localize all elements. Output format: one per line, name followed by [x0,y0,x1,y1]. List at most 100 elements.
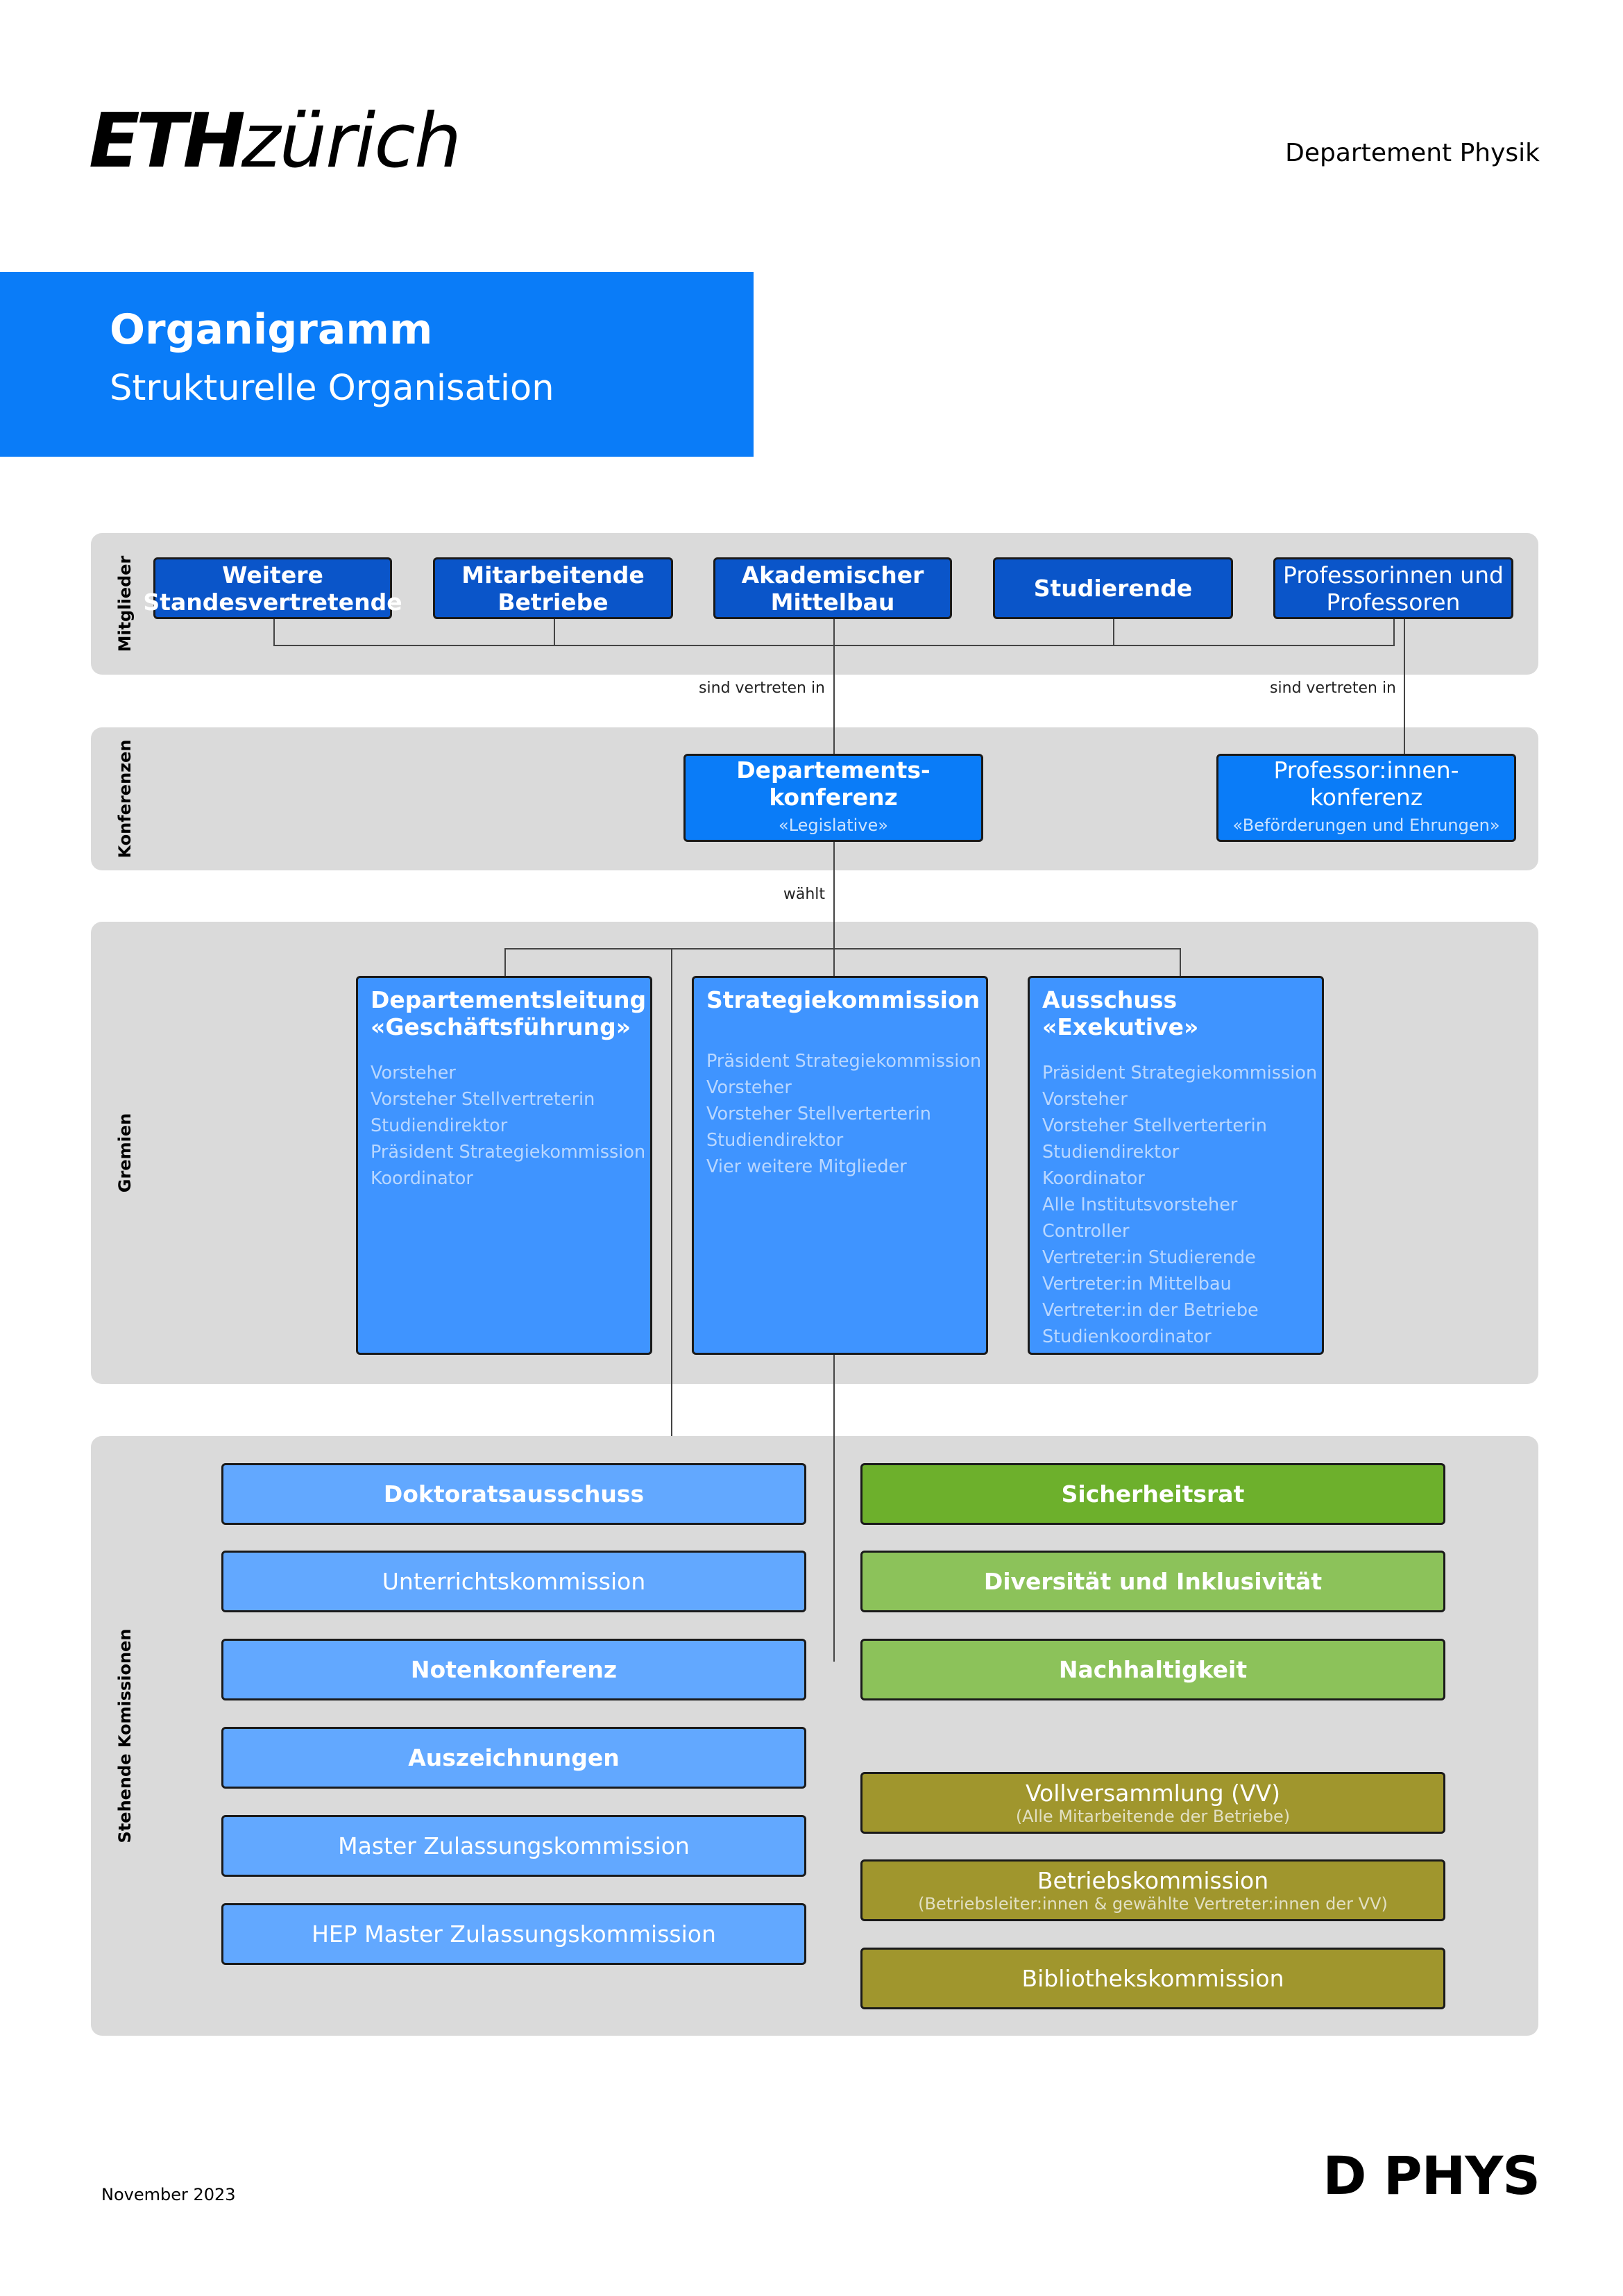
eth-zurich-logo: ETHzürich [89,104,461,179]
gremium-member: Vorsteher [371,1063,456,1083]
conference-title-line: konferenz [769,784,898,811]
gremium-member: Vorsteher Stellverterterin [706,1104,931,1124]
band-label-konferenzen: Konferenzen [115,739,135,859]
commission-subtitle: (Betriebsleiter:innen & gewählte Vertret… [918,1894,1388,1914]
title-banner: Organigramm Strukturelle Organisation [0,272,754,457]
gremium-member: Koordinator [1042,1168,1145,1189]
gremium-member: Vorsteher [1042,1089,1128,1110]
commission-label: Betriebskommission [1037,1867,1269,1894]
gremium-member: Präsident Strategiekommission [1042,1063,1318,1083]
member-label: Professorinnen und Professoren [1283,561,1504,616]
page-subtitle: Strukturelle Organisation [110,368,554,409]
gremium-member-list: Präsident Strategiekommission Vorsteher … [1042,1060,1318,1350]
gremium-member: Vier weitere Mitglieder [706,1156,907,1177]
gremium-member: Präsident Strategiekommission [371,1142,646,1163]
connector-line [504,948,506,976]
commission-label: Auszeichnungen [408,1744,620,1771]
commission-label: Vollversammlung (VV) [1026,1780,1280,1807]
conference-box: Departements- konferenz «Legislative» [683,754,983,842]
gremium-member: Vertreter:in der Betriebe [1042,1300,1259,1321]
gremium-member: Studienkoordinator [1042,1326,1212,1347]
gremium-box: Departementsleitung «Geschäftsführung» V… [356,976,652,1355]
conference-title-line: Departements- [736,757,931,784]
band-label-gremien: Gremien [115,1113,135,1193]
band-label-mitglieder: Mitglieder [115,555,135,652]
commission-label: Bibliothekskommission [1021,1965,1284,1992]
commission-box: Bibliothekskommission [860,1948,1445,2009]
commission-label: Unterrichtskommission [382,1568,646,1595]
page-title: Organigramm [110,305,433,354]
connector-line [504,948,1180,949]
connector-line [1393,619,1395,645]
commission-box: Nachhaltigkeit [860,1639,1445,1700]
commission-box: Doktoratsausschuss [221,1463,806,1525]
gremium-member: Studiendirektor [1042,1142,1180,1163]
commission-box: Betriebskommission (Betriebsleiter:innen… [860,1859,1445,1921]
connector-line [1180,948,1181,976]
gremium-member: Vertreter:in Mittelbau [1042,1274,1232,1294]
gremium-member: Koordinator [371,1168,473,1189]
commission-box: Sicherheitsrat [860,1463,1445,1525]
commission-label: Nachhaltigkeit [1058,1656,1248,1683]
gremium-title: «Exekutive» [1042,1013,1199,1040]
gremium-box: Strategiekommission Präsident Strategiek… [692,976,988,1355]
member-label: Studierende [1033,575,1193,602]
gremium-title: Departementsleitung [371,986,647,1013]
member-box: Mitarbeitende Betriebe [433,557,673,619]
gremium-member: Alle Institutsvorsteher [1042,1195,1238,1215]
member-box: Studierende [993,557,1233,619]
connector-line [671,948,672,1436]
commission-box: Vollversammlung (VV) (Alle Mitarbeitende… [860,1772,1445,1834]
commission-label: Diversität und Inklusivität [983,1568,1323,1595]
gremium-member: Studiendirektor [371,1115,508,1136]
conference-title-line: konferenz [1309,784,1423,811]
gremium-member-list: Vorsteher Vorsteher Stellvertreterin Stu… [371,1060,646,1192]
commission-box: Diversität und Inklusivität [860,1551,1445,1612]
gremium-member: Vorsteher [706,1077,792,1098]
conference-subtitle: «Beförderungen und Ehrungen» [1232,816,1500,835]
commission-label: Master Zulassungskommission [338,1832,690,1859]
gremium-member: Studiendirektor [706,1130,844,1151]
commission-label: Sicherheitsrat [1061,1480,1245,1508]
connector-line [1113,619,1114,645]
member-box: Akademischer Mittelbau [713,557,952,619]
conference-subtitle: «Legislative» [779,816,888,835]
connector-line [273,619,275,645]
note-represented-1: sind vertreten in [699,679,825,697]
gremium-member: Vorsteher Stellvertreterin [371,1089,595,1110]
commission-label: Notenkonferenz [410,1656,618,1683]
gremium-member: Vorsteher Stellverterterin [1042,1115,1267,1136]
commission-box: Unterrichtskommission [221,1551,806,1612]
commission-box: HEP Master Zulassungskommission [221,1903,806,1965]
note-elects: wählt [783,886,825,903]
gremium-box: Ausschuss «Exekutive» Präsident Strategi… [1028,976,1324,1355]
band-label-kommissionen: Stehende Komissionen [115,1628,135,1843]
commission-subtitle: (Alle Mitarbeitende der Betriebe) [1015,1807,1291,1826]
commission-box: Notenkonferenz [221,1639,806,1700]
member-label: Weitere Standesvertretende [143,561,402,616]
member-label: Mitarbeitende Betriebe [461,561,645,616]
gremium-member: Controller [1042,1221,1130,1242]
gremium-title: «Geschäftsführung» [371,1013,631,1040]
logo-eth: ETH [89,98,246,185]
member-box: Professorinnen und Professoren [1273,557,1513,619]
logo-zurich: zürich [241,98,461,185]
note-represented-2: sind vertreten in [1270,679,1396,697]
gremium-member: Vertreter:in Studierende [1042,1247,1256,1268]
commission-label: HEP Master Zulassungskommission [312,1921,716,1948]
member-label: Akademischer Mittelbau [741,561,924,616]
footer-date: November 2023 [101,2185,236,2204]
connector-line [554,619,555,645]
gremium-title: Ausschuss [1042,986,1178,1013]
commission-box: Master Zulassungskommission [221,1815,806,1877]
dphys-logo: D PHYS [1323,2145,1540,2206]
gremium-title: Strategiekommission [706,986,980,1013]
gremium-member: Präsident Strategiekommission [706,1051,982,1072]
connector-line-professors [1404,619,1405,754]
member-box: Weitere Standesvertretende [143,557,402,619]
gremium-member-list: Präsident Strategiekommission Vorsteher … [706,1048,982,1180]
commission-label: Doktoratsausschuss [383,1480,645,1508]
conference-box: Professor:innen- konferenz «Beförderunge… [1216,754,1516,842]
conference-title-line: Professor:innen- [1273,757,1459,784]
commission-box: Auszeichnungen [221,1727,806,1789]
